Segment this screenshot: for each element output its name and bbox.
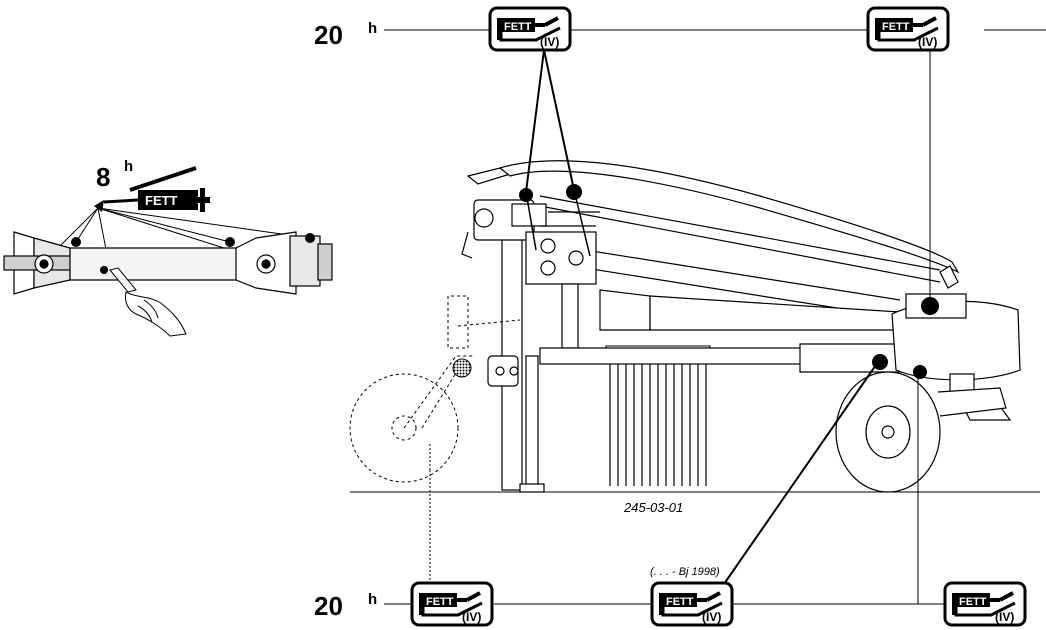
grease-tag-grade: (IV) xyxy=(462,610,481,624)
model-year-note: (. . . - Bj 1998) xyxy=(650,566,720,578)
grease-tag-bottom-left: FETT (IV) xyxy=(410,581,494,627)
top-interval-row: 20 h FETT (IV) FETT (IV) xyxy=(314,6,1046,52)
grease-tag-label: FETT xyxy=(882,21,910,33)
grease-points xyxy=(519,184,939,379)
pto-grease-label: FETT xyxy=(145,193,178,208)
top-interval-hours: 20 xyxy=(314,20,343,50)
grease-tag-bottom-middle: FETT (IV) xyxy=(650,581,734,627)
grease-tag-label: FETT xyxy=(504,21,532,33)
rotor-head xyxy=(891,265,1021,421)
grease-tag-label: FETT xyxy=(959,596,987,608)
tine-row xyxy=(609,350,707,486)
grease-tag-top-left: FETT (IV) xyxy=(488,6,572,52)
bottom-interval-row: 20 h FETT (IV) FETT (IV) FETT (IV) (. . … xyxy=(314,566,1027,627)
grease-tag-label: FETT xyxy=(426,596,454,608)
grease-tag-label: FETT xyxy=(666,596,694,608)
transport-wheel xyxy=(835,371,1007,493)
grease-tag-grade: (IV) xyxy=(702,610,721,624)
machine-drawing: 245-03-01 xyxy=(349,160,1040,515)
hand-illustration xyxy=(109,267,187,337)
pto-grease-gun-icon: FETT xyxy=(103,166,210,212)
pto-grease-points xyxy=(71,233,315,274)
grease-tag-grade: (IV) xyxy=(918,35,937,49)
bottom-interval-unit: h xyxy=(368,591,377,608)
top-interval-unit: h xyxy=(368,20,377,37)
grease-tag-top-right: FETT (IV) xyxy=(866,6,950,52)
leader-lines xyxy=(429,49,931,604)
reference-code: 245-03-01 xyxy=(623,500,683,515)
pto-interval-hours: 8 xyxy=(96,162,110,192)
bottom-interval-hours: 20 xyxy=(314,591,343,621)
pto-interval-unit: h xyxy=(124,158,133,175)
grease-tag-bottom-right: FETT (IV) xyxy=(943,581,1027,627)
pto-shaft-inset: 8 h FETT xyxy=(3,158,333,337)
grease-tag-grade: (IV) xyxy=(995,610,1014,624)
jockey-wheel xyxy=(349,295,521,483)
grease-tag-grade: (IV) xyxy=(540,35,559,49)
